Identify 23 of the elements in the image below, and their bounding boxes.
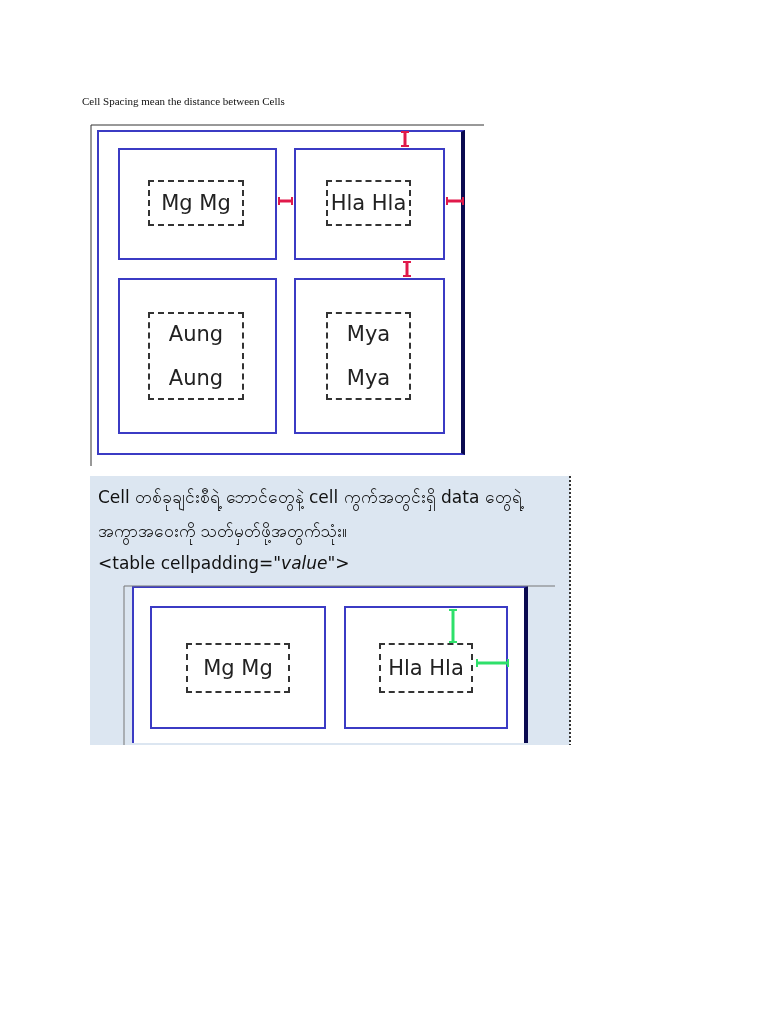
table-cell (294, 278, 445, 434)
cell-text: Mg Mg (161, 190, 231, 217)
table-frame (97, 130, 465, 455)
heading-text: Cell Spacing mean the distance between Cells (82, 95, 285, 107)
panel-background (90, 476, 570, 745)
content-box (186, 643, 290, 693)
table-cell (344, 606, 508, 729)
table-cell (118, 148, 277, 260)
cell-text: Aung Aung (167, 321, 225, 392)
content-box (326, 312, 411, 400)
table-cell (294, 148, 445, 260)
table-frame (132, 586, 528, 743)
cell-text: Mg Mg (203, 655, 273, 682)
content-box (379, 643, 473, 693)
table-cell (118, 278, 277, 434)
content-box (148, 312, 244, 400)
cell-text: Mya Mya (345, 321, 392, 392)
code-text: <table cellpadding="value"> (98, 552, 351, 575)
content-box (148, 180, 244, 226)
content-box (326, 180, 411, 226)
cell-text: Hla Hla (330, 190, 407, 217)
table-cell (150, 606, 326, 729)
cell-text: Hla Hla (388, 655, 464, 682)
